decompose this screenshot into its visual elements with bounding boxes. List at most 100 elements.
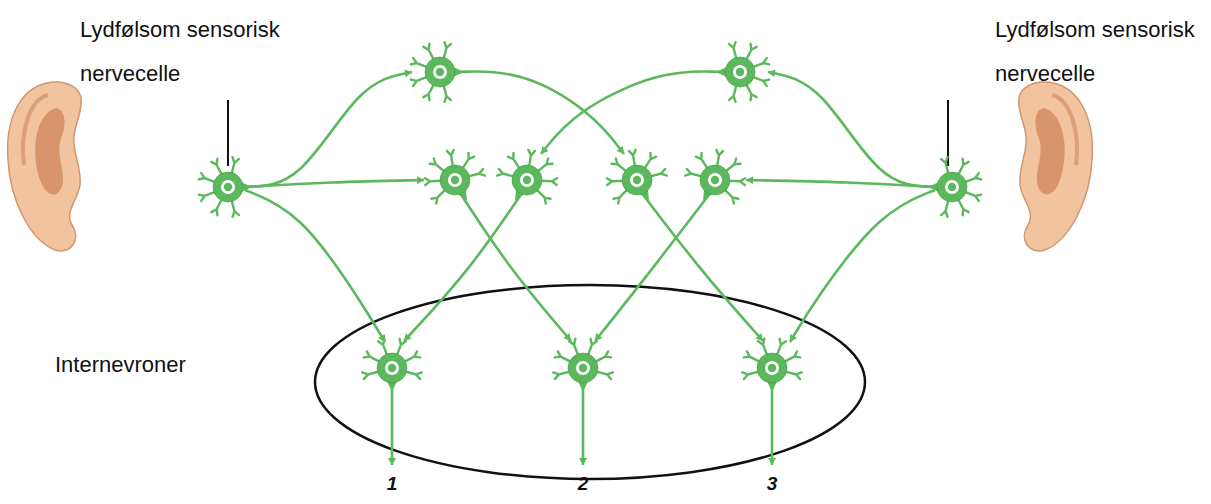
nucleus-ring — [433, 65, 447, 79]
axon-line — [541, 71, 723, 154]
nucleus-ring — [708, 173, 722, 187]
dendrite — [596, 371, 613, 379]
axon-terminal — [563, 333, 571, 341]
dendrite — [411, 58, 428, 67]
cell-body — [512, 165, 542, 195]
axon-line — [245, 190, 385, 342]
leader-line — [227, 100, 229, 166]
cell-body — [377, 353, 407, 383]
dendrite — [752, 77, 769, 86]
axon — [457, 71, 624, 154]
dendrite — [716, 150, 723, 167]
axon-terminal — [768, 69, 776, 77]
dendrite — [431, 189, 445, 203]
dendrite — [777, 339, 786, 356]
neuron — [928, 157, 981, 217]
right-ear — [1019, 82, 1093, 251]
axon-line — [790, 190, 935, 342]
axon-terminal — [579, 458, 587, 465]
axon-line — [462, 196, 571, 341]
axon — [462, 196, 571, 341]
cell-body — [937, 172, 967, 202]
neuron — [685, 150, 745, 204]
dendrite — [378, 339, 387, 356]
nucleus-ring — [448, 173, 462, 187]
nucleus-ring — [733, 65, 747, 79]
dendrite — [744, 351, 761, 362]
dendrite — [958, 159, 969, 176]
neuron — [607, 150, 667, 204]
ear-outline — [8, 82, 82, 251]
dendrite — [958, 199, 969, 216]
dendrite — [540, 178, 557, 185]
axon-line — [245, 180, 424, 187]
dendrite — [528, 150, 535, 167]
cell-body — [622, 165, 652, 195]
axon — [579, 385, 587, 465]
cell-body — [440, 165, 470, 195]
axon-terminal — [388, 458, 396, 465]
dendrite — [199, 173, 216, 182]
axon — [746, 176, 935, 187]
dendrite — [729, 42, 737, 59]
dendrite — [231, 157, 239, 174]
neuron — [362, 339, 422, 392]
dendrite — [404, 351, 421, 362]
dendrite — [411, 77, 428, 86]
dendrite — [199, 192, 216, 201]
dendrite — [595, 351, 612, 362]
ear-concha — [1036, 108, 1065, 194]
cell-body — [425, 57, 455, 87]
dendrite — [729, 85, 737, 102]
ear-concha — [35, 108, 64, 194]
part-label: Lydfølsom sensorisk nervecelle — [80, 8, 310, 96]
axon — [245, 190, 385, 342]
dendrite — [612, 159, 627, 172]
callout-number: 1 — [372, 472, 412, 496]
ear-outline — [1019, 82, 1093, 251]
dendrite — [423, 44, 434, 61]
dendrite — [696, 153, 708, 169]
axon-terminal — [404, 333, 412, 341]
axon-line — [245, 72, 412, 187]
dendrite — [425, 178, 442, 185]
part-label: Lydfølsom sensorisk nervecelle — [995, 8, 1207, 96]
nucleus — [633, 176, 641, 184]
dendrite — [784, 351, 801, 362]
callout-number: 3 — [752, 472, 792, 496]
dendrite — [423, 84, 434, 101]
axon-line — [771, 385, 774, 465]
left-ear — [8, 82, 82, 251]
dendrite — [964, 192, 981, 201]
dendrite — [508, 153, 520, 169]
dendrite — [742, 371, 759, 379]
axon-terminal — [417, 176, 424, 184]
dendrite — [405, 371, 422, 379]
dendrite — [752, 58, 769, 67]
neuron — [716, 42, 769, 102]
dendrite — [443, 42, 451, 59]
dendrite — [725, 159, 740, 172]
axon — [541, 71, 723, 154]
neuron — [199, 157, 252, 217]
dendrite — [553, 371, 570, 379]
axon-line — [746, 180, 935, 187]
nucleus — [736, 68, 744, 76]
nucleus-ring — [385, 361, 399, 375]
nucleus — [523, 176, 531, 184]
dendrite — [964, 173, 981, 182]
axon — [644, 196, 763, 341]
dendrite — [746, 44, 757, 61]
axon-line — [582, 385, 585, 465]
axon-terminal — [617, 146, 624, 154]
dendrite — [555, 351, 572, 362]
dendrite — [364, 351, 381, 362]
axon — [388, 385, 396, 465]
nucleus — [579, 364, 587, 372]
nucleus — [768, 364, 776, 372]
neuron — [497, 150, 557, 204]
dendrite — [746, 84, 757, 101]
cell-body — [725, 57, 755, 87]
callout-number: 2 — [563, 472, 603, 496]
